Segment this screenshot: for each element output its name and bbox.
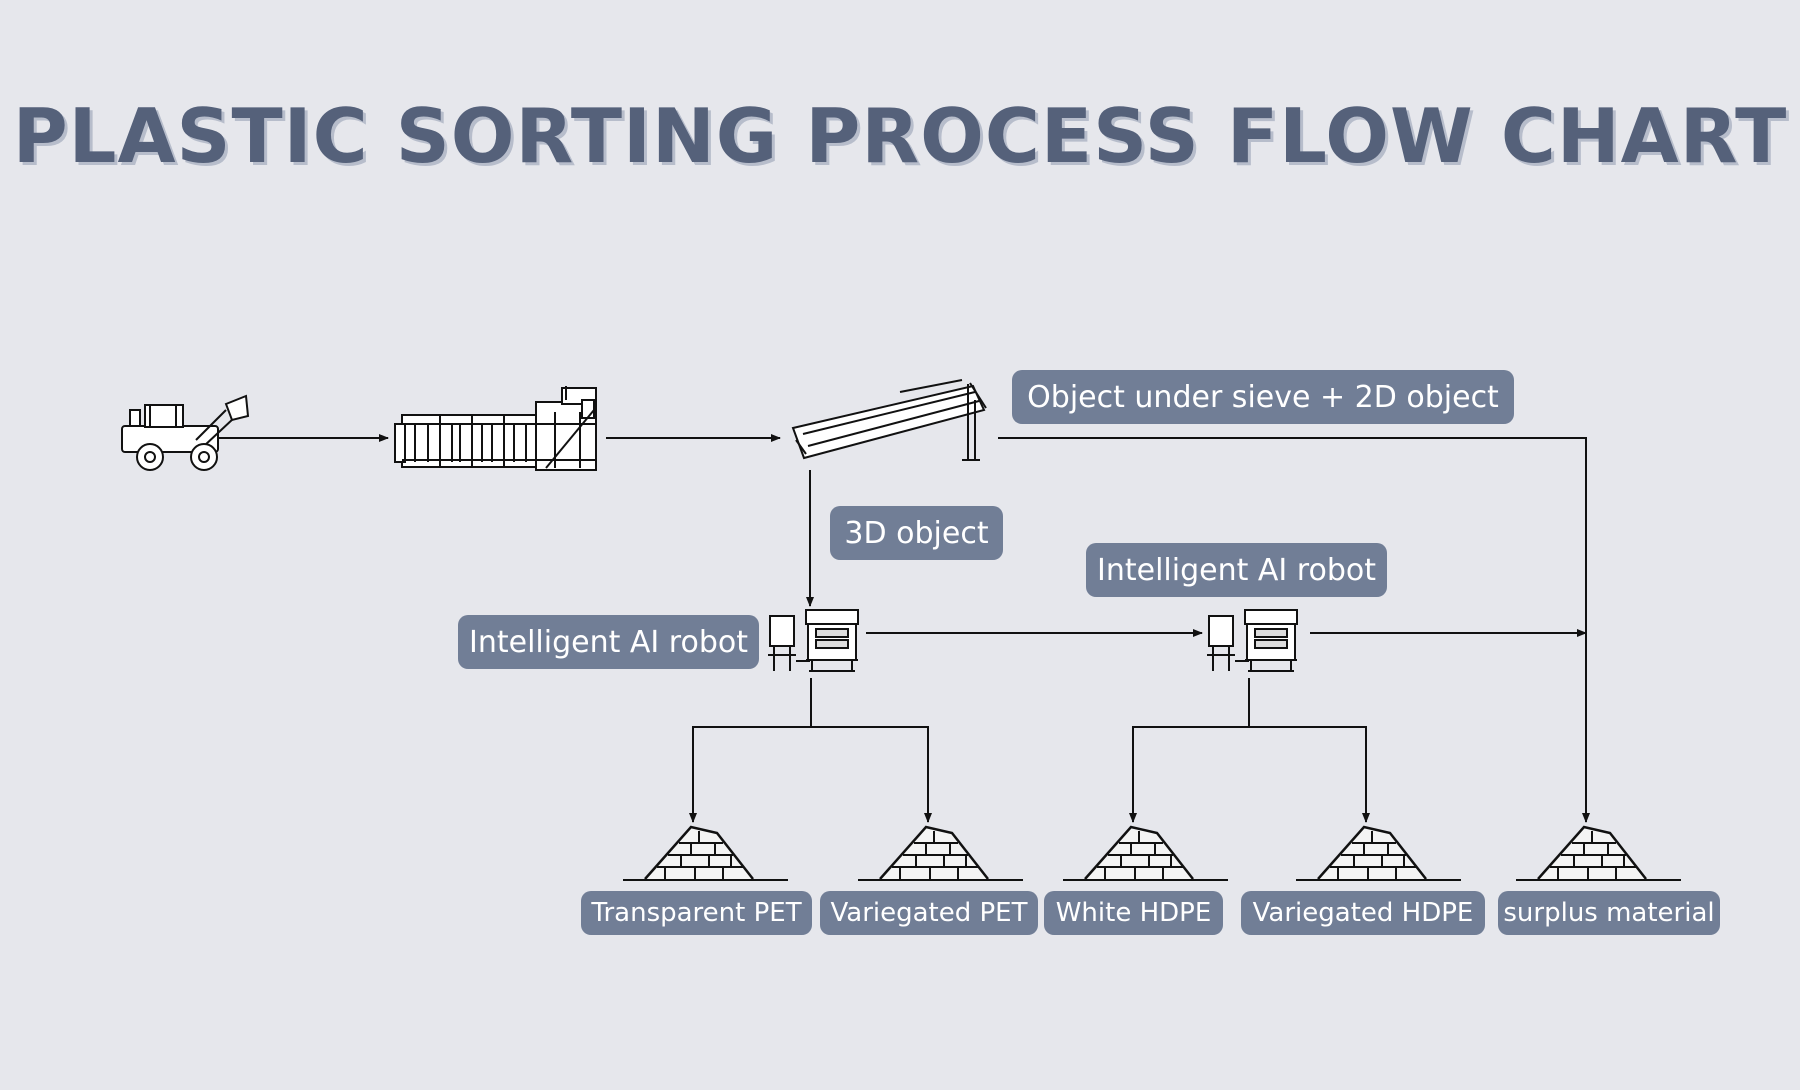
output-variegated-pet: Variegated PET (820, 891, 1038, 935)
label-object-under-sieve: Object under sieve + 2D object (1012, 370, 1514, 424)
material-pile-icon-surplus (1514, 825, 1683, 882)
connectors (218, 434, 1590, 823)
material-pile-icon-variegated-hdpe (1294, 825, 1463, 882)
output-white-hdpe: White HDPE (1044, 891, 1223, 935)
ai-robot-icon-1 (767, 609, 859, 672)
output-transparent-pet: Transparent PET (581, 891, 812, 935)
ai-robot-icon-2 (1206, 609, 1298, 672)
output-surplus-material: surplus material (1498, 891, 1720, 935)
output-variegated-hdpe: Variegated HDPE (1241, 891, 1485, 935)
page-title: PLASTIC SORTING PROCESS FLOW CHART (12, 92, 1788, 180)
label-3d-object: 3D object (830, 506, 1003, 560)
label-ai-robot-lower: Intelligent AI robot (458, 615, 759, 669)
bag-opener-machine-icon (394, 386, 597, 471)
ballistic-separator-icon (791, 379, 987, 461)
material-pile-icon-transparent-pet (621, 825, 790, 882)
wheel-loader-icon (121, 394, 250, 471)
label-ai-robot-upper: Intelligent AI robot (1086, 543, 1387, 597)
material-pile-icon-white-hdpe (1061, 825, 1230, 882)
material-pile-icon-variegated-pet (856, 825, 1025, 882)
